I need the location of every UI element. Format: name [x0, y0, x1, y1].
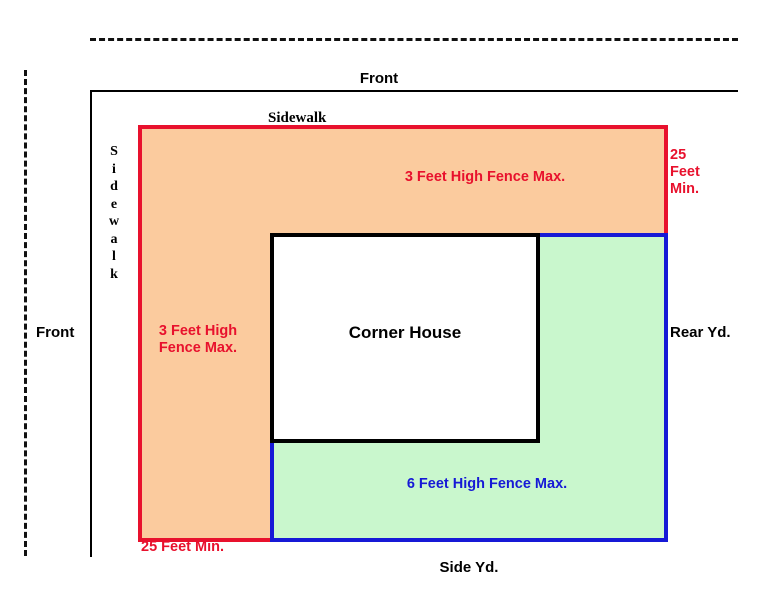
front-setback-edge-top: [138, 125, 668, 129]
curb-line-left: [90, 90, 92, 557]
front-setback-edge-bottom: [138, 538, 274, 542]
front-fence-max-label-left: 3 Feet High Fence Max.: [148, 323, 248, 357]
sidewalk-letter: d: [110, 179, 118, 194]
setback-right-line1: 25: [670, 147, 687, 163]
front-fence-max-line2: Fence Max.: [158, 340, 238, 357]
street-centerline-top: [90, 38, 738, 41]
sidewalk-letter: l: [112, 249, 116, 264]
sidewalk-label-top: Sidewalk: [268, 110, 327, 126]
front-setback-edge-left: [138, 125, 142, 542]
rear-yard-edge-left: [270, 441, 274, 542]
house-label: Corner House: [348, 323, 462, 342]
house-footprint: [270, 233, 540, 443]
sidewalk-letter: e: [110, 196, 118, 212]
street-label-left: Front: [36, 324, 75, 341]
rear-yard-edge-top: [540, 233, 668, 237]
front-fence-max-label-top: 3 Feet High Fence Max.: [404, 169, 566, 185]
sidewalk-letter: a: [110, 231, 118, 247]
street-label-top: Front: [359, 70, 399, 87]
sidewalk-letter: S: [110, 144, 118, 159]
front-fence-max-line1: 3 Feet High: [158, 323, 238, 339]
side-yard-label: Side Yd.: [439, 559, 499, 576]
setback-right-line2: Feet: [670, 164, 700, 181]
sidewalk-letter: w: [108, 214, 120, 229]
sidewalk-letter: i: [112, 161, 116, 177]
front-setback-dimension-right: 25 Feet Min.: [670, 147, 700, 198]
front-setback-dimension-bottom: 25 Feet Min.: [141, 539, 224, 555]
rear-yard-edge-right: [664, 233, 668, 542]
setback-right-line3: Min.: [670, 181, 699, 198]
rear-yard-edge-bottom: [270, 538, 668, 542]
rear-yard-label: Rear Yd.: [670, 324, 731, 341]
street-centerline-left: [24, 70, 27, 556]
sidewalk-letter: k: [110, 266, 118, 282]
sidewalk-label-side: S i d e w a l k: [105, 143, 123, 283]
rear-fence-max-label: 6 Feet High Fence Max.: [406, 476, 568, 492]
curb-line-top: [90, 90, 738, 92]
front-setback-edge-right: [664, 125, 668, 237]
